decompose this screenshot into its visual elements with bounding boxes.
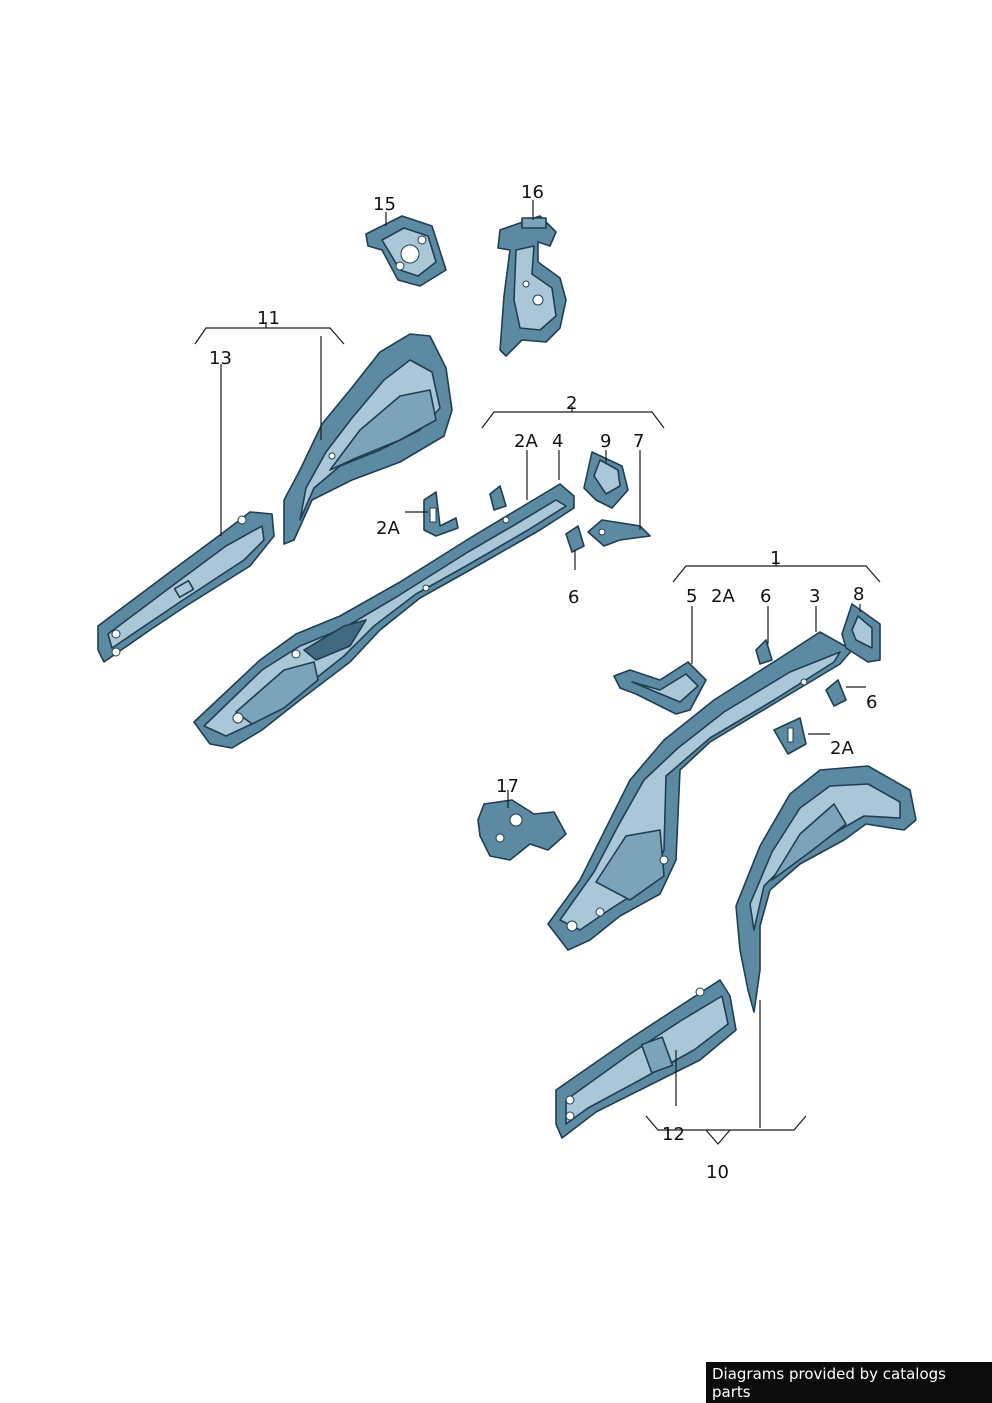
leader-lines [194,200,881,1145]
callout-2a-left: 2A [376,518,400,539]
callout-10: 10 [706,1162,729,1183]
callout-2a-upper: 2A [514,431,538,452]
part-13-sill-left [97,511,275,663]
callout-17: 17 [496,776,519,797]
part-12-sill-right [555,979,737,1139]
part-2a-bracket-low [773,717,807,755]
callout-2a-low: 2A [830,738,854,759]
callout-12: 12 [662,1124,685,1145]
part-7-bracket [587,519,651,547]
part-6-bracket-far [825,679,847,707]
callout-6-right: 6 [760,586,771,607]
part-2a-bracket-left [423,491,459,537]
callout-4: 4 [552,431,563,452]
part-9-plate [583,451,629,509]
part-15-bracket [365,215,447,287]
part-6-bracket-right [755,639,773,665]
callout-6-mid: 6 [568,587,579,608]
callout-8: 8 [853,584,864,605]
callout-9: 9 [600,431,611,452]
callout-6-far: 6 [866,692,877,713]
callout-7: 7 [633,431,644,452]
part-17-bracket [477,799,567,861]
callout-labels: 15 16 11 13 2 2A 4 9 7 2A 6 1 5 2A 6 3 8… [209,182,877,1183]
callout-16: 16 [521,182,544,203]
part-2a-bracket-upper [489,485,507,511]
callout-5: 5 [686,586,697,607]
part-5-bracket [613,661,707,715]
callout-11: 11 [257,308,280,329]
callout-2: 2 [566,393,577,414]
callout-1: 1 [770,548,781,569]
part-11-wheel-arch-left [283,333,453,545]
callout-3: 3 [809,586,820,607]
callout-13: 13 [209,348,232,369]
callout-2a-right: 2A [711,586,735,607]
part-8-plate [841,603,881,663]
part-4-longitudinal-member-left [193,483,575,749]
part-3-longitudinal-member-right [547,631,853,951]
callout-15: 15 [373,194,396,215]
part-16-pillar [497,215,567,357]
part-10-wheel-arch-right [735,765,917,1013]
part-6-bracket-mid [565,525,585,553]
credit-banner: Diagrams provided by catalogs parts [706,1362,992,1403]
